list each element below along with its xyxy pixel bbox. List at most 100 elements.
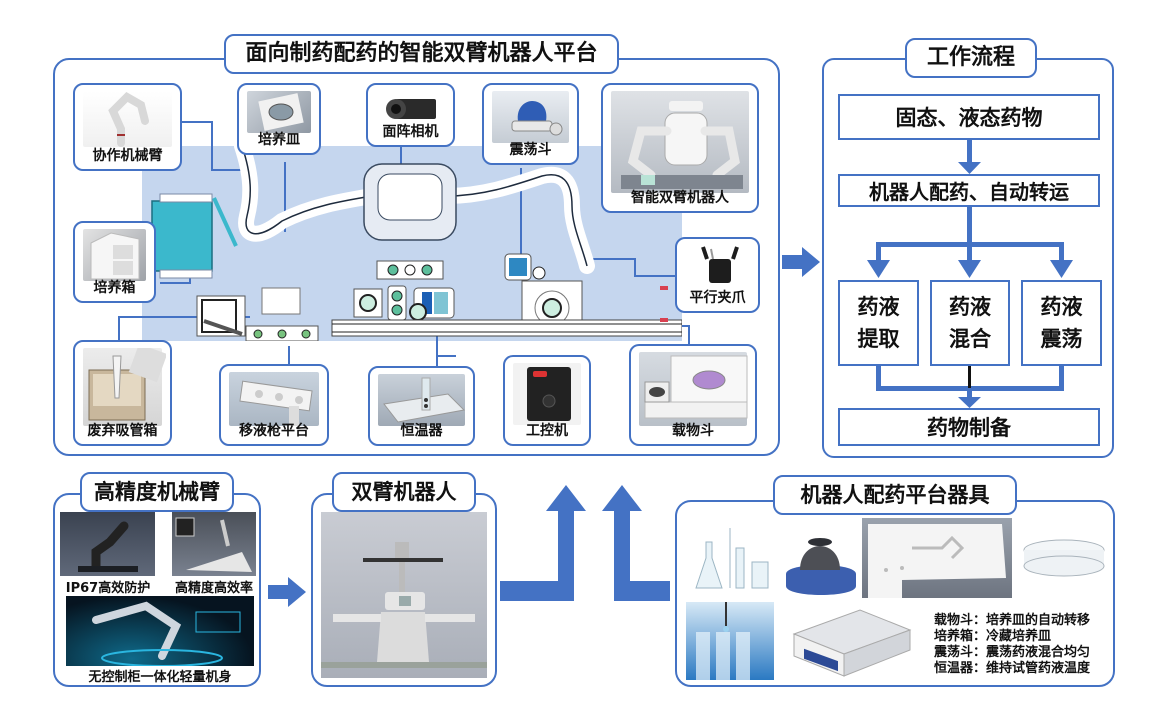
legend-term: 恒温器	[934, 661, 974, 676]
workflow-arrows	[867, 140, 1073, 408]
connector-line	[634, 275, 676, 277]
arrow-up-icon	[602, 485, 670, 601]
flow-step-text: 药液	[857, 295, 900, 319]
connector-line	[436, 320, 438, 370]
legend-separator: ：	[973, 613, 987, 628]
card-cobot: 协作机械臂	[73, 83, 182, 171]
pipette-platform-icon	[229, 372, 319, 426]
petri-dish-icon	[247, 91, 311, 133]
connector-line	[688, 325, 690, 345]
arm-panel-title: 高精度机械臂	[80, 472, 234, 512]
flow-step-text: 混合	[949, 327, 991, 351]
card-label: 恒温器	[400, 423, 443, 439]
flow-arrow-head	[867, 260, 890, 278]
card-camera: 面阵相机	[366, 83, 455, 147]
legend-separator: ：	[973, 645, 987, 660]
flow-step-extract: 药液 提取	[838, 280, 919, 366]
incubator-icon	[83, 229, 146, 281]
connector-line	[436, 355, 456, 357]
legend-desc: 维持试管药液温度	[986, 661, 1091, 676]
legend-term: 震荡斗	[934, 645, 974, 660]
card-label: 培养皿	[258, 132, 300, 148]
dual-arm-robot-photo	[321, 512, 487, 678]
tools-legend: 载物斗：培养皿的自动转移 培养箱：冷藏培养皿 震荡斗：震荡药液混合均匀 恒温器：…	[934, 613, 1090, 677]
legend-separator: ：	[973, 661, 987, 676]
card-label: 废弃吸管箱	[87, 423, 158, 439]
legend-term: 培养箱	[934, 629, 974, 644]
tools-panel-title: 机器人配药平台器具	[773, 475, 1017, 515]
connector-line	[160, 282, 191, 284]
feature-label: 高精度高效率	[174, 581, 253, 596]
legend-item: 培养箱：冷藏培养皿	[934, 629, 1090, 645]
legend-item: 震荡斗：震荡药液混合均匀	[934, 645, 1090, 661]
connector-line	[634, 258, 636, 276]
card-waste: 废弃吸管箱	[73, 340, 172, 446]
card-label: 面阵相机	[382, 124, 439, 140]
dual-arm-robot-icon	[611, 91, 749, 193]
connector-line	[520, 168, 522, 268]
gripper-icon	[685, 245, 750, 289]
precision-photo	[172, 512, 256, 576]
flow-step-text: 提取	[857, 327, 900, 351]
camera-icon	[376, 91, 445, 125]
card-thermostat: 恒温器	[368, 366, 475, 446]
legend-desc: 冷藏培养皿	[986, 629, 1052, 644]
arrow-up-icons	[500, 485, 670, 601]
flow-step-input: 固态、液态药物	[838, 94, 1100, 140]
flow-arrow-head	[1050, 260, 1073, 278]
card-label: 载物斗	[672, 423, 714, 439]
connector-line	[182, 121, 212, 123]
legend-item: 载物斗：培养皿的自动转移	[934, 613, 1090, 629]
incubator-drawing	[151, 200, 213, 272]
flow-arrow-shaft	[967, 207, 972, 247]
card-label: 平行夹爪	[689, 290, 746, 306]
thermostat-icon	[378, 374, 466, 426]
flow-arrow-head	[958, 162, 981, 174]
flow-step-output: 药物制备	[838, 408, 1100, 446]
card-shaker: 震荡斗	[482, 83, 579, 165]
card-label: 移液枪平台	[239, 423, 309, 439]
lightweight-photo	[66, 596, 254, 666]
left-robot-arm	[234, 146, 380, 242]
connector-line	[118, 316, 120, 340]
legend-separator: ：	[973, 629, 987, 644]
robot-arm-icon	[83, 91, 172, 147]
flow-step-transfer: 机器人配药、自动转运	[838, 174, 1100, 207]
connector-line	[590, 258, 635, 260]
waste-box-icon	[83, 343, 168, 426]
vortex-shaker-icon	[492, 91, 569, 143]
card-dual-robot: 智能双臂机器人	[601, 83, 759, 213]
card-incubator: 培养箱	[73, 221, 156, 303]
connector-line	[400, 120, 402, 180]
feature-label: IP67高效防护	[65, 581, 151, 596]
carrier-tray-icon	[639, 352, 748, 426]
platform-title: 面向制药配药的智能双臂机器人平台	[224, 34, 619, 74]
ip67-photo	[60, 512, 155, 576]
connector-line	[118, 316, 192, 318]
connector-line	[284, 162, 286, 232]
flow-step-text: 震荡	[1040, 327, 1083, 351]
vortex-photo	[780, 518, 862, 600]
legend-desc: 震荡药液混合均匀	[986, 645, 1091, 660]
card-label: 培养箱	[93, 280, 136, 296]
card-ipc: 工控机	[503, 355, 591, 446]
industrial-pc-icon	[513, 363, 581, 425]
card-petri: 培养皿	[237, 83, 321, 155]
connector-line	[211, 121, 213, 171]
flow-step-text: 药液	[949, 295, 991, 319]
card-label: 协作机械臂	[92, 148, 163, 164]
flow-arrow-head	[958, 260, 981, 278]
arrow-right-icon	[268, 577, 306, 607]
flow-step-text: 药液	[1040, 295, 1083, 319]
legend-desc: 培养皿的自动转移	[986, 613, 1091, 628]
connector-line	[211, 169, 241, 171]
card-carrier: 载物斗	[629, 344, 757, 446]
card-label: 震荡斗	[509, 142, 552, 158]
platform-layout-drawing	[151, 146, 682, 341]
petri-dish-photo	[1018, 520, 1110, 596]
test-tubes-photo	[686, 602, 774, 680]
card-pipette: 移液枪平台	[219, 364, 329, 446]
flow-step-shake: 药液 震荡	[1021, 280, 1102, 366]
glassware-photo	[686, 518, 778, 598]
card-label: 工控机	[526, 423, 568, 439]
